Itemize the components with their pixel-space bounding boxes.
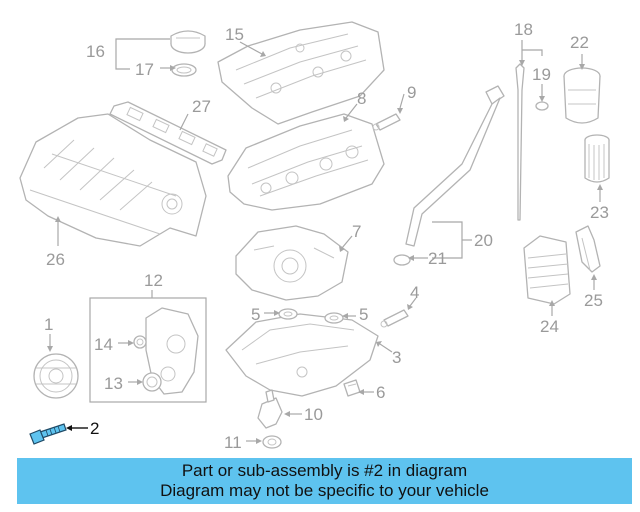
callout-24: 24 — [540, 317, 559, 336]
sensor-part-9 — [372, 113, 401, 131]
oil-filter-element — [584, 134, 610, 183]
valve-cover — [217, 21, 385, 125]
gasket-5-left — [278, 308, 298, 320]
callout-18: 18 — [514, 20, 533, 39]
callout-19: 19 — [532, 65, 551, 84]
front-cover — [145, 307, 199, 395]
callout-26: 26 — [46, 250, 65, 269]
oil-cooler-gasket — [575, 225, 601, 273]
callout-11: 11 — [224, 433, 242, 452]
callout-20: 20 — [474, 231, 493, 250]
callout-17: 17 — [135, 60, 154, 79]
callout-1: 1 — [44, 315, 53, 334]
callout-12: 12 — [144, 271, 163, 290]
oil-level-sensor — [257, 389, 283, 429]
callout-27: 27 — [192, 97, 211, 116]
info-banner: Part or sub-assembly is #2 in diagram Di… — [17, 458, 632, 504]
callout-2: 2 — [90, 419, 99, 438]
oil-filler-cap — [170, 30, 206, 54]
callout-5-right: 5 — [359, 305, 368, 324]
callout-8: 8 — [357, 89, 366, 108]
tube-seal — [393, 254, 411, 266]
crankshaft-seal-13 — [142, 372, 162, 392]
callout-16: 16 — [86, 42, 105, 61]
callout-6: 6 — [376, 383, 385, 402]
callout-10: 10 — [304, 405, 323, 424]
callout-7: 7 — [352, 222, 361, 241]
parts-diagram: 16 17 15 27 26 8 9 — [19, 20, 610, 452]
oil-filter-housing — [563, 67, 601, 124]
gasket-5-right — [324, 312, 344, 324]
timing-chain-cover — [235, 225, 349, 301]
callout-25: 25 — [584, 291, 603, 310]
dipstick-seal — [535, 101, 549, 111]
intake-manifold-gasket — [109, 101, 227, 165]
banner-line-1: Part or sub-assembly is #2 in diagram — [181, 461, 468, 480]
callout-14: 14 — [94, 335, 113, 354]
pulley-bolt-highlighted — [29, 423, 67, 445]
oil-cooler — [523, 235, 571, 305]
filler-cap-seal — [171, 63, 197, 77]
dipstick-tube — [405, 85, 505, 247]
callout-21: 21 — [428, 249, 447, 268]
sensor-seal — [262, 435, 282, 449]
callout-15: 15 — [225, 25, 244, 44]
callout-4: 4 — [410, 283, 419, 302]
sensor-part-4 — [380, 309, 409, 328]
dipstick — [515, 63, 525, 221]
callout-22: 22 — [570, 33, 589, 52]
callout-9: 9 — [407, 83, 416, 102]
banner-line-2: Diagram may not be specific to your vehi… — [160, 481, 489, 500]
callout-5-left: 5 — [251, 305, 260, 324]
callout-3: 3 — [392, 348, 401, 367]
intake-manifold — [19, 113, 207, 247]
drain-plug — [343, 379, 361, 397]
cylinder-head — [227, 113, 385, 211]
callout-13: 13 — [104, 374, 123, 393]
cover-seal-14 — [133, 335, 147, 349]
crankshaft-pulley — [33, 353, 79, 399]
callout-23: 23 — [590, 203, 609, 222]
